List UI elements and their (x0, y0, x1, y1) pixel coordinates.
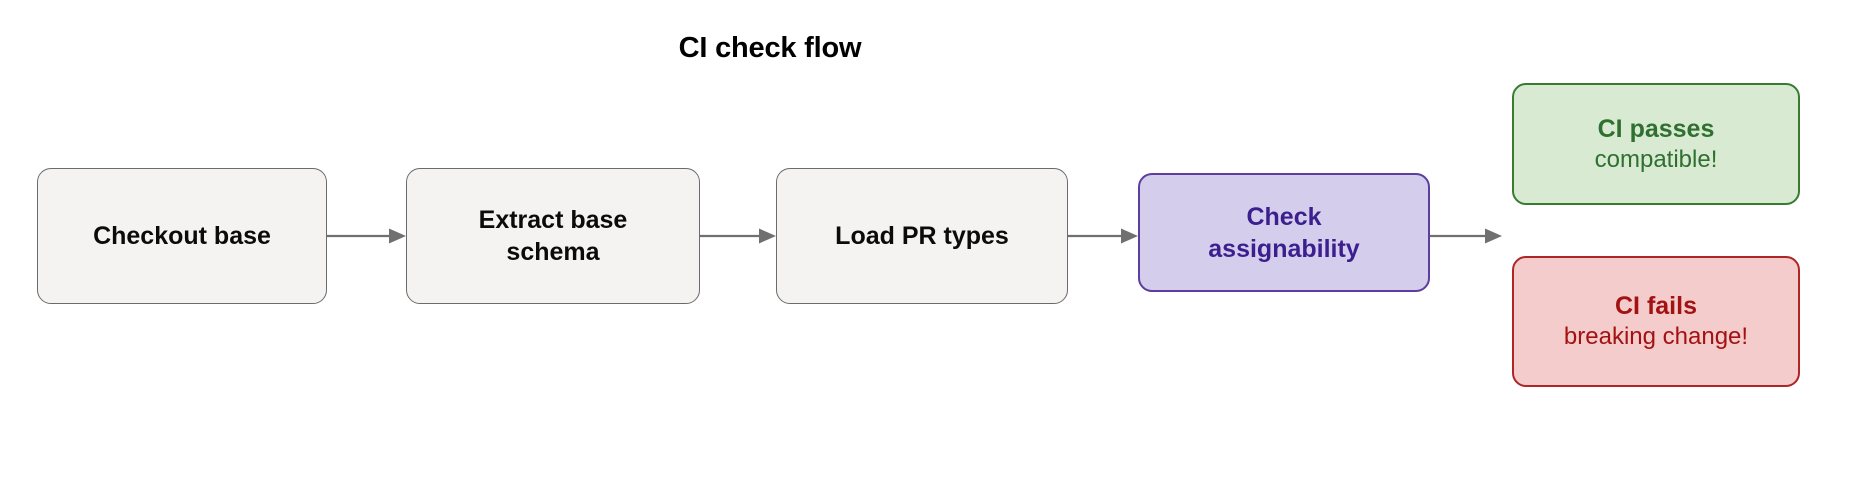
connector-checkout-to-extract (327, 225, 406, 247)
node-check-assignability-label: Check assignability (1208, 202, 1360, 263)
node-extract-base-schema[interactable]: Extract base schema (406, 168, 700, 304)
connector-check-to-outcome (1430, 225, 1502, 247)
node-ci-passes-subtitle: compatible! (1594, 145, 1718, 173)
node-check-assignability[interactable]: Check assignability (1138, 173, 1430, 292)
node-ci-passes-title: CI passes (1597, 114, 1715, 143)
node-ci-passes[interactable]: CI passes compatible! (1512, 83, 1800, 205)
node-ci-fails-subtitle: breaking change! (1563, 323, 1749, 351)
node-extract-base-schema-label: Extract base schema (478, 206, 628, 266)
node-load-pr-types[interactable]: Load PR types (776, 168, 1068, 304)
connector-extract-to-load (700, 225, 776, 247)
node-checkout-base[interactable]: Checkout base (37, 168, 327, 304)
node-checkout-base-label: Checkout base (93, 222, 271, 250)
node-load-pr-types-label: Load PR types (835, 222, 1009, 250)
node-ci-fails[interactable]: CI fails breaking change! (1512, 256, 1800, 387)
node-ci-fails-title: CI fails (1615, 292, 1697, 321)
page-title: CI check flow (678, 32, 862, 64)
connector-load-to-check (1068, 225, 1138, 247)
